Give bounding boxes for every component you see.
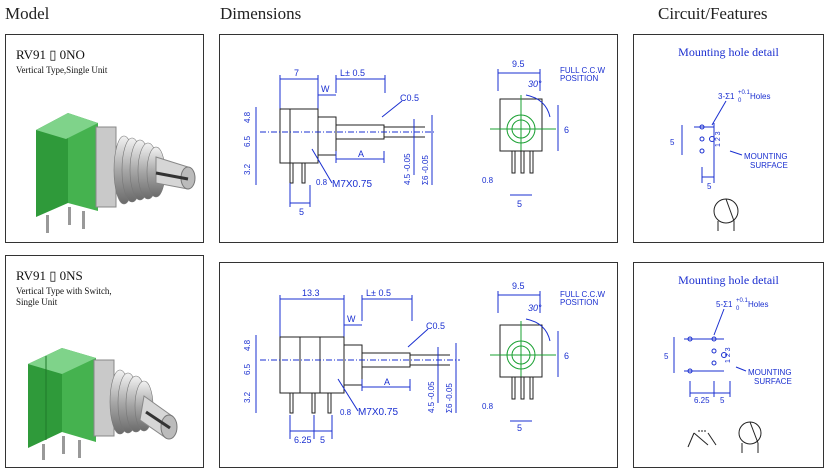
dim-a: A (358, 149, 364, 159)
dim-a: A (384, 377, 390, 387)
dim-width-133: 13.3 (302, 288, 320, 298)
h-spacing-5: 5 (720, 396, 725, 405)
holes-tol-sub: 0 (736, 306, 740, 312)
h-spacing-5: 5 (707, 182, 712, 191)
dim-angle: 30° (528, 303, 542, 313)
dim-s6: 6 (564, 351, 569, 361)
dim-d6: Σ6 -0.05 (421, 155, 430, 185)
h-spacing-625: 6.25 (694, 396, 710, 405)
potentiometer-symbol (713, 198, 739, 224)
holes-tol-sup: +0.1 (736, 298, 749, 304)
dimensions-drawing: 13.3 L± 0.5 W C0.5 A 4.8 6.5 3.2 4.5 -0.… (243, 281, 605, 445)
v-spacing-5: 5 (664, 352, 669, 361)
model-title: RV91 ▯ 0NS (16, 268, 83, 283)
dim-d45: 4.5 -0.05 (403, 153, 412, 185)
dim-thread: M7X0.75 (332, 179, 372, 190)
dim-width-7: 7 (294, 68, 299, 78)
dim-top-95: 9.5 (512, 281, 525, 291)
holes-tol-sup: +0.1 (738, 90, 751, 96)
model-desc-line: Vertical Type,Single Unit (16, 65, 108, 75)
mounting-hole-drawing: 3-Σ1 +0.1 0 Holes 5 1 2 3 MOUNTING SURFA… (670, 90, 788, 231)
circuit-panel-2: Mounting hole detail 5-Σ1 +0.1 0 Holes 5… (633, 262, 824, 468)
switch-symbol (687, 430, 717, 448)
dim-chamfer: C0.5 (426, 321, 445, 331)
mounting-hole-detail-title: Mounting hole detail (678, 45, 779, 59)
dim-w: W (347, 314, 356, 324)
model-desc-line: Vertical Type with Switch, (16, 286, 112, 296)
model-panel-2: RV91 ▯ 0NS Vertical Type with Switch, Si… (5, 255, 204, 468)
dim-t5: 5 (320, 435, 325, 445)
potentiometer-symbol (738, 421, 762, 445)
dim-t5: 5 (299, 207, 304, 217)
v-spacing-5: 5 (670, 138, 675, 147)
dim-s5: 5 (517, 199, 522, 209)
dimensions-drawing: 7 L± 0.5 W C0.5 A 4.8 6.5 3.2 4.5 -0.05 … (243, 59, 605, 217)
model-title: RV91 ▯ 0NO (16, 47, 85, 62)
mounting-label: MOUNTING (748, 368, 792, 377)
dim-top-95: 9.5 (512, 59, 525, 69)
surface-label: SURFACE (750, 161, 788, 170)
circuit-panel-1: Mounting hole detail 3-Σ1 +0.1 0 Holes 5… (633, 34, 824, 243)
dim-s6: 6 (564, 125, 569, 135)
holes-spec: 5-Σ1 (716, 300, 733, 309)
potentiometer-switch-image (28, 348, 178, 460)
dim-t08: 0.8 (340, 408, 352, 417)
dim-h1: 4.8 (243, 339, 252, 351)
dim-length: L± 0.5 (366, 288, 391, 298)
dim-t625: 6.25 (294, 435, 312, 445)
surface-label: SURFACE (754, 377, 792, 386)
dim-d45: 4.5 -0.05 (427, 381, 436, 413)
mounting-hole-drawing: 5-Σ1 +0.1 0 Holes 5 1 2 3 MOUNTING SURFA… (664, 298, 792, 453)
holes-label: Holes (748, 300, 768, 309)
holes-tol-sub: 0 (738, 98, 742, 104)
dim-h2: 6.5 (243, 135, 252, 147)
dim-length: L± 0.5 (340, 68, 365, 78)
dim-thread: M7X0.75 (358, 407, 398, 418)
model-desc-line: Single Unit (16, 297, 58, 307)
pin-numbers: 1 2 3 (715, 131, 722, 147)
dim-angle: 30° (528, 79, 542, 89)
holes-label: Holes (750, 92, 770, 101)
dim-h3: 3.2 (243, 391, 252, 403)
dim-s5: 5 (517, 423, 522, 433)
pin-numbers: 1 2 3 (725, 347, 732, 363)
mounting-hole-detail-title: Mounting hole detail (678, 273, 779, 287)
label-full-ccw: FULL C.C.W (560, 290, 605, 299)
header-model: Model (5, 4, 50, 23)
label-position: POSITION (560, 74, 598, 83)
dim-w: W (321, 84, 330, 94)
dim-s08: 0.8 (482, 402, 494, 411)
holes-spec: 3-Σ1 (718, 92, 735, 101)
model-description: Vertical Type with Switch, Single Unit (16, 286, 112, 308)
label-full-ccw: FULL C.C.W (560, 66, 605, 75)
label-position: POSITION (560, 298, 598, 307)
dim-h1: 4.8 (243, 111, 252, 123)
dim-h2: 6.5 (243, 363, 252, 375)
model-description: Vertical Type,Single Unit (16, 65, 107, 76)
dim-d6: Σ6 -0.05 (445, 383, 454, 413)
model-panel-1: RV91 ▯ 0NO Vertical Type,Single Unit (5, 34, 204, 243)
dim-chamfer: C0.5 (400, 93, 419, 103)
dimensions-panel-1: 7 L± 0.5 W C0.5 A 4.8 6.5 3.2 4.5 -0.05 … (219, 34, 618, 243)
dim-s08: 0.8 (482, 176, 494, 185)
dim-h3: 3.2 (243, 163, 252, 175)
potentiometer-single-image (36, 113, 196, 233)
mounting-label: MOUNTING (744, 152, 788, 161)
header-dimensions: Dimensions (220, 4, 302, 23)
header-circuit-features: Circuit/Features (658, 4, 768, 23)
dim-t08: 0.8 (316, 178, 328, 187)
dimensions-panel-2: 13.3 L± 0.5 W C0.5 A 4.8 6.5 3.2 4.5 -0.… (219, 262, 618, 468)
